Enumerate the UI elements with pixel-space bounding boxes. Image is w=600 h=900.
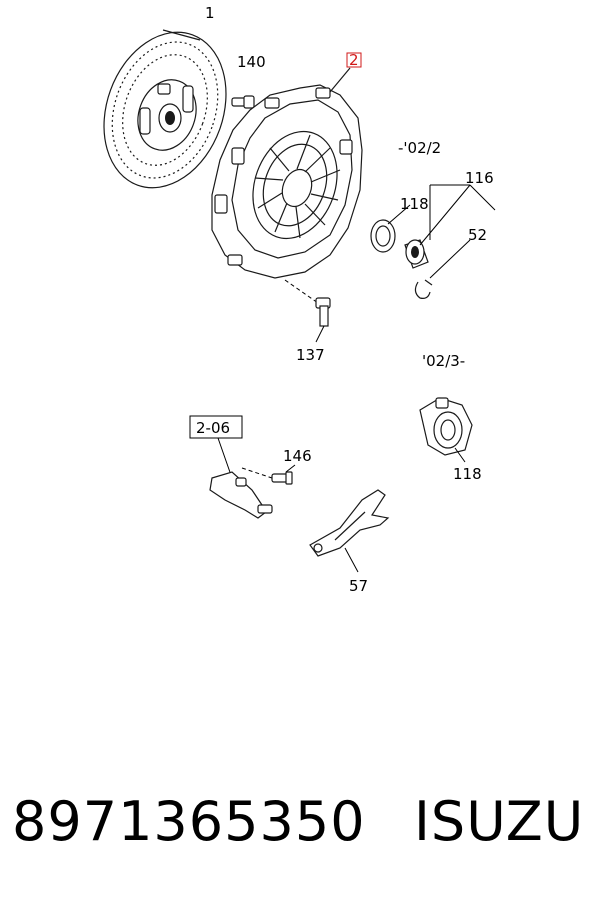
label-year-range-b: '02/3- [422, 352, 465, 370]
release-fork[interactable] [309, 489, 390, 573]
label-bearing-b: 118 [453, 465, 482, 483]
bearing-assembly[interactable] [404, 239, 429, 269]
label-pressure-plate: 2 [349, 51, 359, 69]
label-bearing-group: 116 [465, 169, 494, 187]
clutch-disc[interactable] [83, 15, 247, 205]
release-bearing-b[interactable] [419, 397, 473, 463]
pressure-plate[interactable] [211, 67, 363, 279]
pilot-pin[interactable] [231, 95, 255, 109]
reference-box[interactable] [189, 415, 243, 439]
slave-cylinder[interactable] [209, 467, 273, 519]
bolt-b[interactable] [271, 464, 296, 485]
release-bearing-a[interactable] [370, 204, 411, 253]
label-bolt: 137 [296, 346, 325, 364]
label-release-fork: 57 [349, 577, 368, 595]
label-clutch-disc: 1 [205, 4, 215, 22]
label-year-range-a: -'02/2 [398, 139, 441, 157]
highlight-box [346, 52, 362, 68]
label-bolt-b: 146 [283, 447, 312, 465]
bolt[interactable] [284, 279, 331, 343]
label-bearing-a: 118 [400, 195, 429, 213]
label-reference-box: 2-06 [196, 419, 230, 437]
clip[interactable] [414, 239, 471, 299]
part-number: 8971365350 [12, 790, 366, 853]
label-pilot-pin: 140 [237, 53, 266, 71]
footer: 8971365350 ISUZU [0, 790, 600, 870]
brand-name: ISUZU [414, 790, 585, 853]
label-clip: 52 [468, 226, 487, 244]
